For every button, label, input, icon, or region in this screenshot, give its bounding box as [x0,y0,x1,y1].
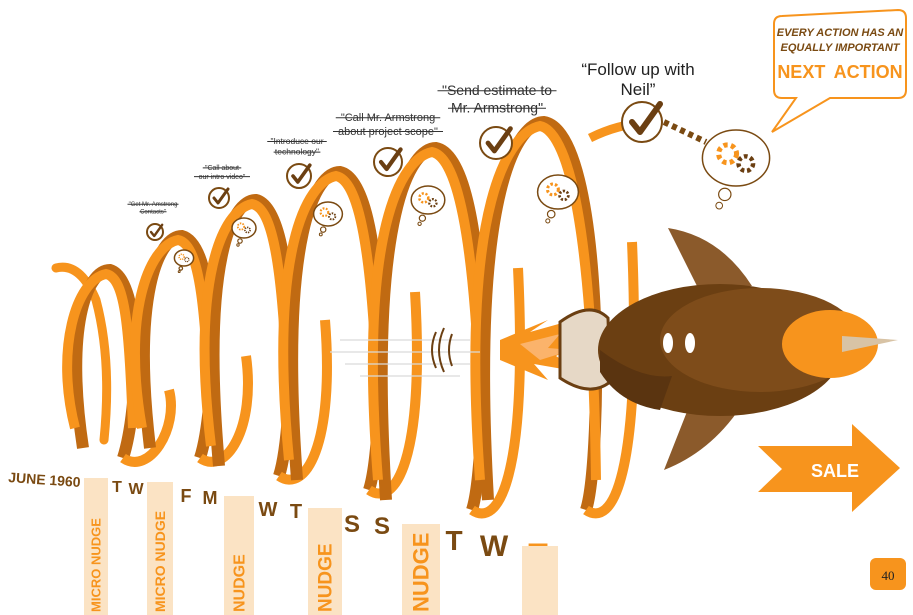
note-line: Mr. Armstrong" [451,100,543,116]
nudge-column [522,546,558,615]
nudge-label: MICRO NUDGE [152,511,168,612]
check-icon [622,102,662,142]
next-step-connector [664,122,706,142]
note-line: Contacts" [140,210,166,216]
day-letter: F [181,486,192,506]
note-line: "Get Mr. Amstrong [129,202,178,208]
day-letter: W [480,530,509,563]
motion-lines [330,340,480,376]
note-line: "Send estimate to [442,82,552,98]
note-line: our intro video" [199,174,246,181]
callout-action: ACTION [834,62,903,82]
nudge-column: NUDGE [224,496,254,615]
thought-bubble-icon [174,250,193,273]
day-letter: S [374,513,390,540]
date-label: JUNE 1960 [8,469,82,490]
day-letter: S [344,511,360,538]
callout-line1: EVERY ACTION HAS AN [777,27,905,39]
thought-bubble-icon [232,218,256,246]
sale-label: SALE [811,461,859,481]
sound-waves [432,328,452,372]
note-line: "Call about [205,165,239,172]
spiral-loop [67,270,171,462]
callout-box: EVERY ACTION HAS AN EQUALLY IMPORTANT NE… [772,10,906,132]
callout-next-action: NEXT ACTION [777,62,902,82]
nudge-column: NUDGE [308,508,342,615]
day-letter: T [445,525,462,556]
check-icon [209,188,229,208]
thought-bubble-icon [538,175,579,223]
rocket-icon [500,228,898,470]
current-action-line2: Neil” [621,80,656,99]
nudge-label: MICRO NUDGE [89,518,104,612]
thought-bubble-icon [411,186,445,225]
callout-next: NEXT [777,62,825,82]
day-letter: W [259,499,278,521]
thought-bubble-icon [314,202,343,236]
action-note: "Send estimate to Mr. Armstrong" [438,82,557,116]
day-letter: M [203,488,218,508]
check-icon [374,148,402,176]
spiral-loop [135,236,248,462]
day-letter: W [128,481,144,498]
action-note: "Call about our intro video" [194,165,250,181]
spiral-loop [205,200,327,480]
sale-arrow[interactable]: SALE [758,424,900,512]
nudge-column: NUDGE [402,524,440,615]
page-number: 40 [882,568,895,583]
check-icon [147,224,163,240]
current-action: “Follow up with Neil” [581,60,694,99]
callout-line2: EQUALLY IMPORTANT [781,42,901,54]
nudge-label: NUDGE [232,554,249,612]
nudge-column: MICRO NUDGE [147,482,173,615]
nudge-label: NUDGE [409,533,434,612]
current-action-line1: “Follow up with [581,60,694,79]
day-letter: T [112,479,122,496]
day-letter: T [290,501,302,523]
thought-bubble-icon [702,130,769,209]
check-icon [480,127,512,159]
page-number-badge: 40 [870,558,906,590]
check-icon [287,164,311,188]
nudge-label: NUDGE [316,543,337,612]
nudge-column: MICRO NUDGE [84,478,108,615]
